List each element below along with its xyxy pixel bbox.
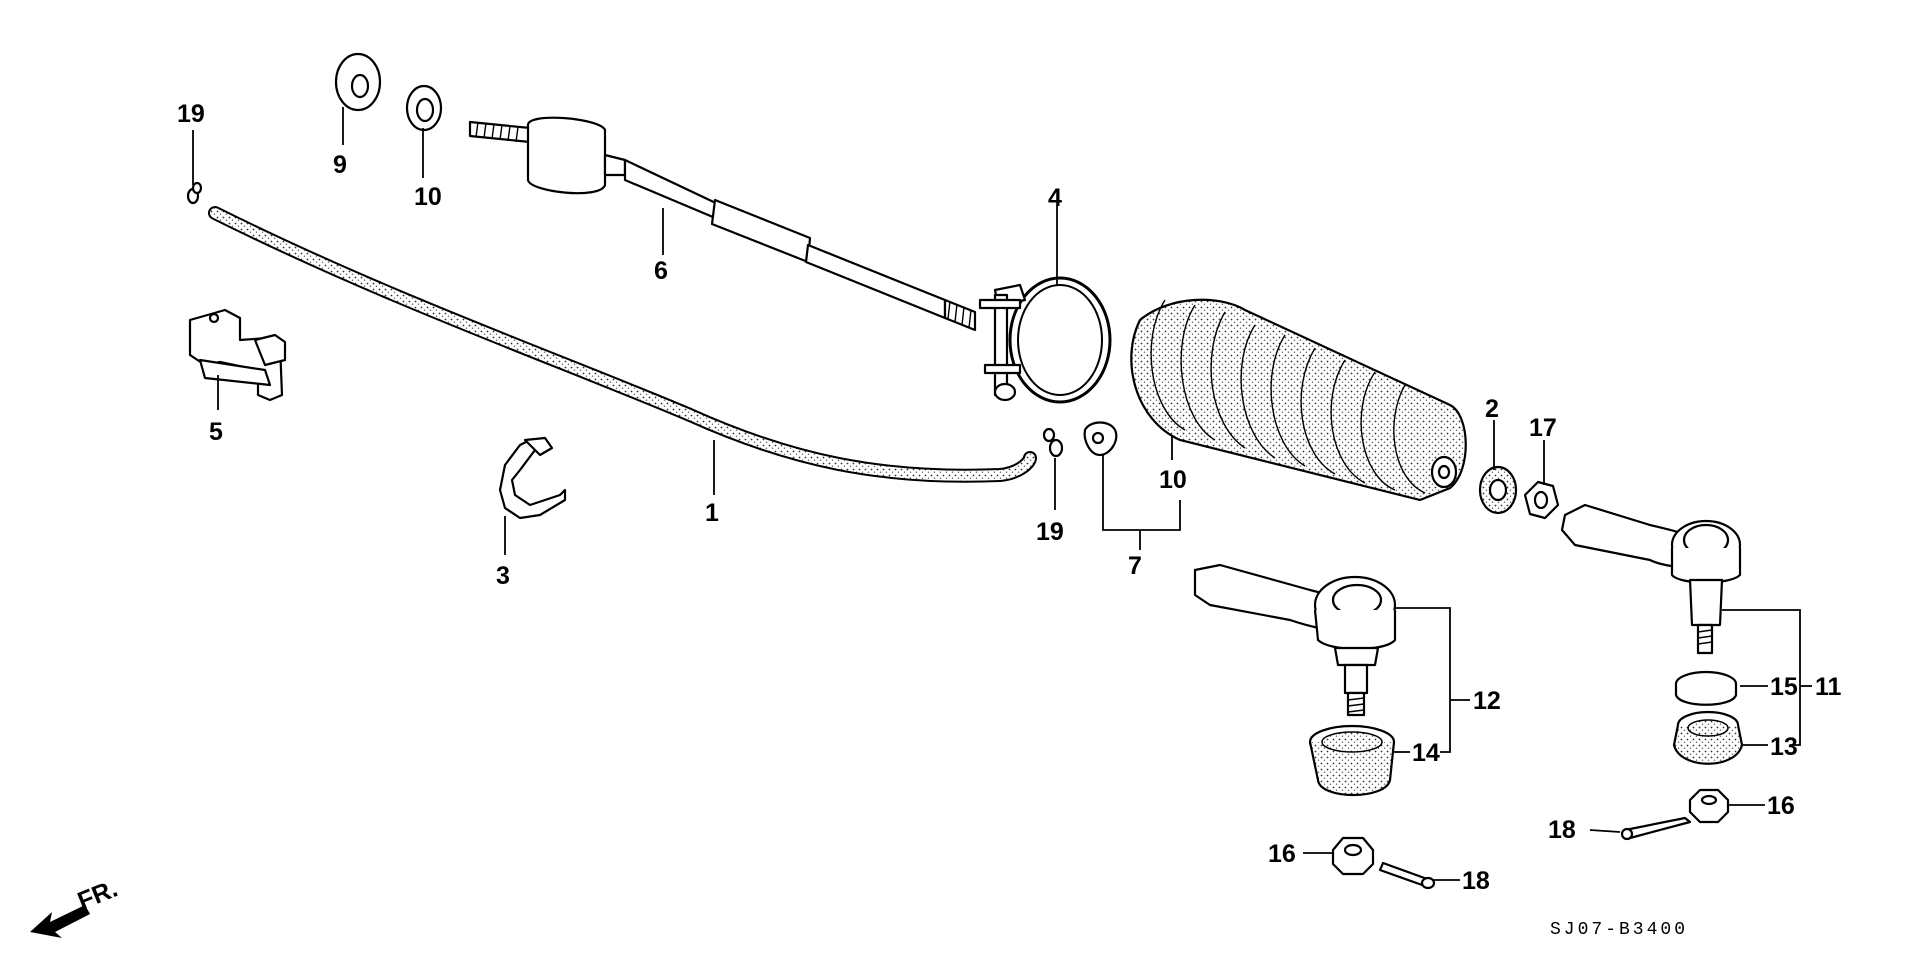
callout-19-lower: 19 <box>1036 518 1064 546</box>
callout-9: 10 <box>414 183 442 211</box>
part-12-tie-rod-end <box>1193 563 1397 717</box>
leader-18-right <box>1589 829 1621 833</box>
part-10-steering-boot <box>1130 298 1467 502</box>
callout-13: 13 <box>1770 733 1798 761</box>
callout-10: 10 <box>1159 466 1187 494</box>
part-9-lock-washer <box>405 84 443 132</box>
callout-15: 15 <box>1770 673 1798 701</box>
callout-4: 4 <box>1048 184 1062 212</box>
callout-14: 14 <box>1412 739 1440 767</box>
part-19-clip-upper <box>186 181 203 205</box>
callout-19-upper: 19 <box>177 100 205 128</box>
part-4-boot-clamp <box>978 276 1112 404</box>
callout-7: 7 <box>1128 552 1142 580</box>
drawing-code: SJ07-B3400 <box>1550 920 1688 940</box>
part-18-cotter-pin-right <box>1620 816 1692 841</box>
front-direction-label: FR. <box>74 875 122 916</box>
callout-11: 11 <box>1815 673 1842 701</box>
leader-12-bracket <box>1395 607 1451 753</box>
part-3-clip <box>498 436 567 520</box>
callout-1: 1 <box>705 499 719 527</box>
callout-12: 12 <box>1473 687 1501 715</box>
part-5-bracket <box>188 308 287 402</box>
part-6-tie-rod <box>468 116 977 332</box>
part-14-dust-boot <box>1308 724 1396 796</box>
callout-18-center: 18 <box>1462 867 1490 895</box>
part-18-cotter-pin-center <box>1378 861 1436 890</box>
leader-7 <box>1102 455 1181 550</box>
part-13-dust-boot <box>1672 710 1744 765</box>
callout-16-center: 16 <box>1268 840 1296 868</box>
callout-3: 3 <box>496 562 510 590</box>
part-2-ring <box>1478 465 1518 515</box>
callout-2: 2 <box>1485 395 1499 423</box>
part-1-cable <box>208 206 1037 483</box>
part-8-washer <box>334 52 382 112</box>
callout-16-right: 16 <box>1767 792 1795 820</box>
part-16-castle-nut-right <box>1688 788 1730 824</box>
part-17-nut <box>1523 480 1560 520</box>
part-7-clip <box>1083 421 1118 457</box>
part-19-clip-lower <box>1042 427 1064 458</box>
part-11-tie-rod-end <box>1560 503 1742 655</box>
callout-17: 17 <box>1529 414 1557 442</box>
part-15-ring <box>1674 670 1738 706</box>
part-16-castle-nut-center <box>1331 836 1375 876</box>
callout-8: 9 <box>333 151 347 179</box>
leader-11-bracket <box>1722 609 1801 746</box>
callout-6: 6 <box>654 257 668 285</box>
callout-18-right: 18 <box>1548 816 1576 844</box>
front-direction-arrow-icon <box>30 905 90 938</box>
callout-5: 5 <box>209 418 223 446</box>
